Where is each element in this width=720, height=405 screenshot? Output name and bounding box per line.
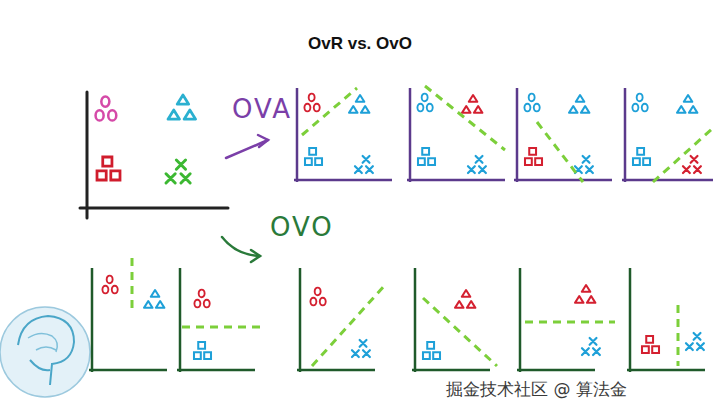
ovo-plot: [89, 258, 167, 372]
ovo-plot-part: [423, 342, 440, 359]
data-plot: [80, 92, 228, 218]
ova-plot-part: [569, 95, 589, 113]
ova-plot-part: [305, 148, 322, 165]
brain-logo-part: [0, 307, 90, 397]
ova-plot-part: [653, 128, 713, 182]
ova-plot: [407, 86, 505, 182]
ovo-plot: [627, 268, 705, 372]
data-plot-part: [80, 92, 228, 218]
ova-plot-part: [632, 94, 647, 112]
ova-plot-part: [294, 88, 392, 182]
ova-plot-part: [302, 88, 357, 135]
ovo-plot-part: [194, 342, 211, 359]
flow-arrow: [222, 237, 260, 262]
data-plot-part: [97, 157, 120, 180]
ova-plot-part: [355, 156, 373, 173]
ovo-plot: [412, 268, 497, 372]
ovo-plot: [297, 268, 385, 372]
ova-plot: [514, 88, 612, 182]
brain-logo-part: [18, 316, 74, 385]
ova-plot-part: [537, 122, 583, 182]
ovo-plot-part: [194, 290, 209, 308]
ova-plot-part: [349, 95, 369, 113]
ova-plot-part: [425, 86, 505, 150]
ova-plot-part: [633, 148, 650, 165]
watermark: 掘金技术社区 @ 算法金: [446, 378, 627, 401]
ovo-plot-part: [131, 258, 134, 312]
ova-plot-part: [462, 95, 482, 113]
flow-arrow: [226, 135, 268, 158]
data-plot-part: [166, 160, 190, 183]
ovo-plot-part: [310, 288, 325, 306]
ovo-plot-part: [677, 305, 680, 366]
ovo-plot-part: [352, 340, 370, 357]
ovo-plot-part: [144, 290, 164, 308]
flow-arrow-part: [226, 140, 268, 158]
ova-plot: [294, 88, 392, 182]
ovo-plot-part: [423, 298, 497, 366]
ova-plot-part: [418, 148, 435, 165]
ovo-plot: [517, 268, 615, 372]
ova-plot-part: [622, 88, 713, 182]
diagram-title: OvR vs. OvO: [308, 34, 412, 54]
ovo-plot-part: [455, 290, 475, 308]
ovo-plot-part: [177, 268, 255, 372]
ovo-plot-part: [297, 268, 375, 372]
data-plot-part: [168, 95, 196, 119]
ovo-plot-part: [575, 285, 595, 303]
ovo-plot-part: [686, 333, 704, 350]
ovo-plot-part: [89, 268, 167, 372]
ova-plot-part: [407, 88, 505, 182]
ovo-plot-part: [517, 268, 595, 372]
brain-logo-part: [28, 333, 57, 352]
ova-plot: [622, 88, 713, 182]
ova-plot-part: [304, 94, 319, 112]
ova-plot-part: [514, 88, 612, 182]
ovo-plot-part: [412, 268, 490, 372]
ova-plot-part: [417, 94, 432, 112]
ova-plot-part: [525, 148, 542, 165]
flow-arrow-part: [251, 250, 260, 262]
ova-plot-part: [524, 94, 539, 112]
flow-arrow-part: [258, 135, 268, 147]
method-label: OVA: [232, 94, 292, 124]
ovo-plot-part: [525, 321, 615, 324]
ovo-plot-part: [182, 326, 260, 329]
brain-logo: [0, 307, 90, 397]
method-label: OVO: [270, 212, 334, 242]
ovo-plot-part: [102, 276, 117, 294]
ovo-plot-part: [627, 268, 705, 372]
ovo-plot-part: [642, 336, 659, 353]
ova-plot-part: [677, 95, 697, 113]
ovo-plot-part: [312, 285, 385, 366]
ovo-plot: [177, 268, 260, 372]
ova-plot-part: [683, 156, 701, 173]
ova-plot-part: [468, 156, 486, 173]
data-plot-part: [96, 96, 117, 120]
ovo-plot-part: [582, 338, 600, 355]
ova-plot-part: [575, 156, 593, 173]
